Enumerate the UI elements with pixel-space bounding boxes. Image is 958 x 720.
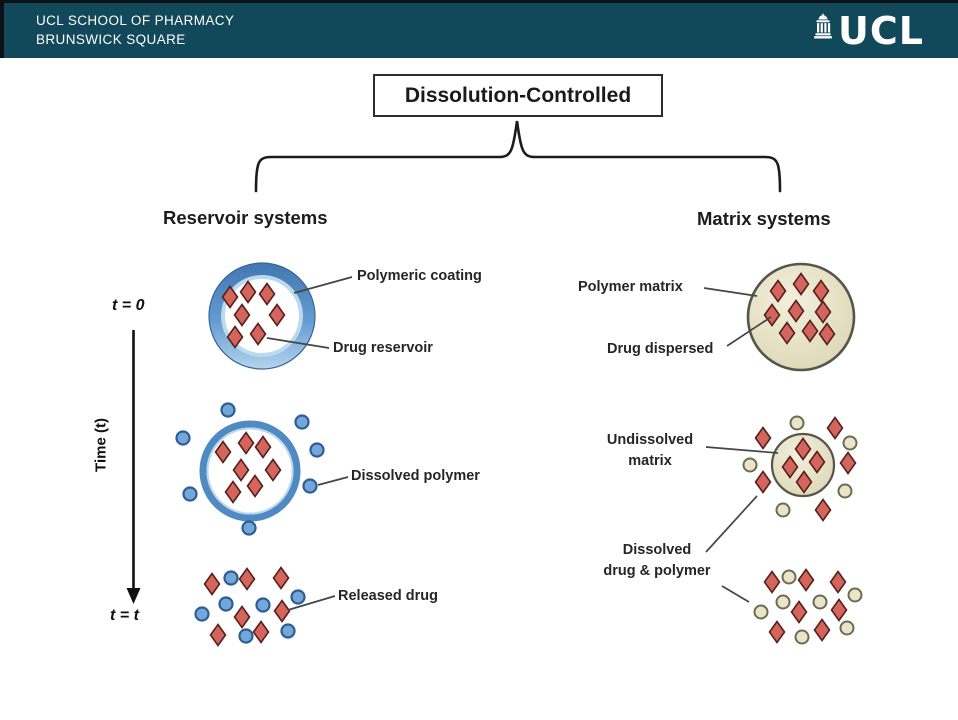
ucl-logo: UCL (811, 12, 958, 50)
timeline-end-label: t = t (110, 607, 139, 624)
reservoir-capsule-t0 (208, 262, 316, 370)
label-polymeric-coating: Polymeric coating (357, 268, 482, 284)
label-dissolved-polymer: Dissolved polymer (351, 468, 480, 484)
dissolved-drug-polymer-cluster (753, 568, 863, 645)
header-bar: UCL SCHOOL OF PHARMACY BRUNSWICK SQUARE … (0, 0, 958, 58)
matrix-capsule-t0 (746, 262, 856, 372)
school-line2: BRUNSWICK SQUARE (36, 31, 186, 47)
heading-reservoir-systems: Reservoir systems (163, 207, 328, 228)
label-dissolved-drug-polymer-line1: Dissolved (622, 542, 692, 558)
label-undissolved-matrix-line1: Undissolved (606, 432, 694, 448)
undissolved-matrix-capsule (742, 415, 858, 522)
ucl-logo-text: UCL (838, 8, 924, 53)
label-dissolved-drug-polymer-line2: drug & polymer (603, 563, 711, 579)
dissolved-matrix-dots (742, 415, 858, 518)
timeline-start-label: t = 0 (112, 297, 145, 314)
label-drug-dispersed: Drug dispersed (607, 341, 714, 357)
drug-diamonds-t0 (221, 280, 286, 349)
heading-matrix-systems: Matrix systems (697, 208, 831, 229)
drug-diamonds-mid (214, 431, 282, 504)
label-polymer-matrix: Polymer matrix (578, 279, 683, 295)
dissolved-polymer-dots (175, 402, 325, 536)
portico-icon (814, 12, 832, 38)
diagram-title-box: Dissolution-Controlled (373, 74, 663, 117)
released-drug-cluster (194, 566, 306, 647)
label-dissolved-drug-polymer: Dissolved drug & polymer (588, 540, 726, 582)
label-undissolved-matrix-line2: matrix (628, 453, 672, 469)
school-name: UCL SCHOOL OF PHARMACY BRUNSWICK SQUARE (4, 12, 234, 50)
label-released-drug: Released drug (338, 588, 438, 604)
time-axis-arrow (126, 330, 141, 604)
label-undissolved-matrix: Undissolved matrix (592, 430, 708, 472)
label-drug-reservoir: Drug reservoir (333, 340, 433, 356)
timeline-axis-label: Time (t) (92, 418, 110, 472)
escaping-drug-diamonds (754, 416, 857, 522)
reservoir-capsule-mid (175, 402, 325, 536)
diagram-title: Dissolution-Controlled (404, 83, 632, 107)
drug-diamonds-matrix (763, 272, 836, 346)
school-line1: UCL SCHOOL OF PHARMACY (36, 12, 235, 28)
tree-bracket (254, 120, 782, 193)
